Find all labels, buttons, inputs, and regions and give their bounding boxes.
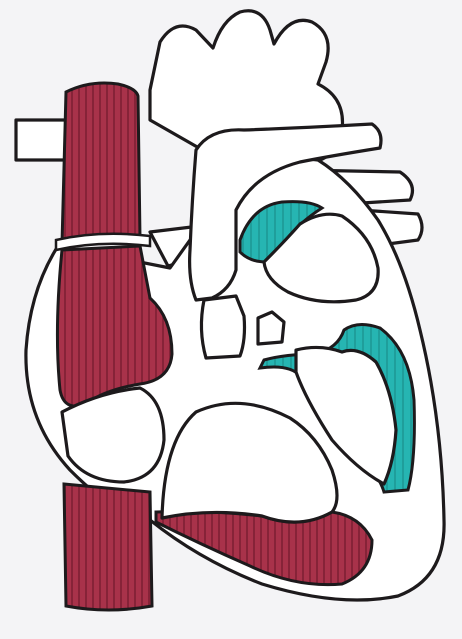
pulmonary-valve xyxy=(201,296,244,358)
superior-vena-cava xyxy=(62,83,140,244)
inferior-vena-cava xyxy=(64,484,152,610)
left-stub-vessel xyxy=(16,120,70,160)
aortic-valve xyxy=(258,312,284,344)
